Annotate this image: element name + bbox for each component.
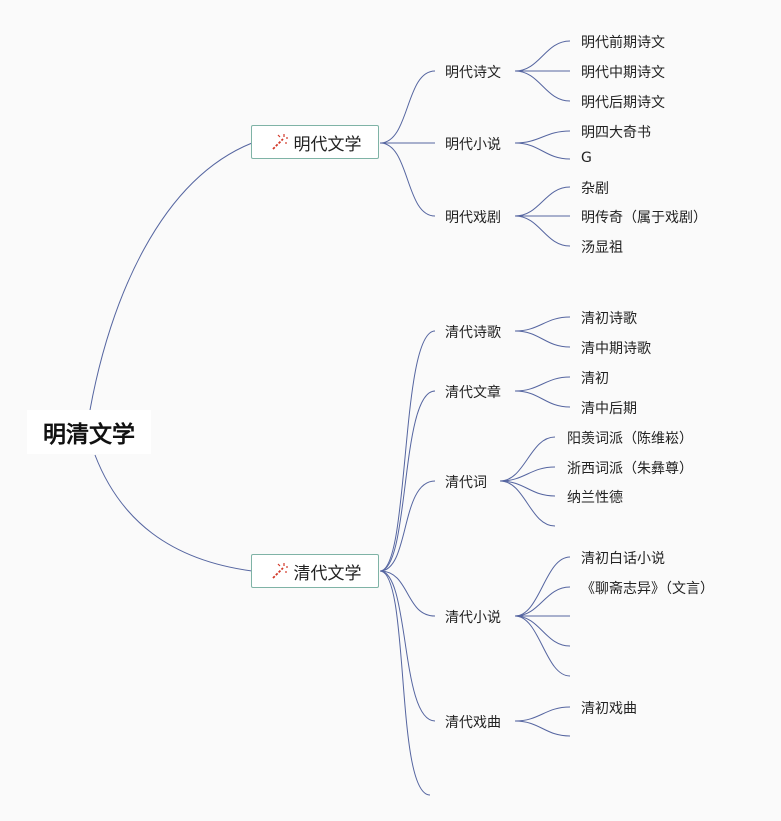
- link-qing-drama: [379, 570, 436, 722]
- subtopic-ming-drama[interactable]: 明代戏剧: [445, 210, 501, 226]
- subtopic-qing-novel[interactable]: 清代小说: [445, 610, 501, 626]
- leaf-ming-poetry-early[interactable]: 明代前期诗文: [581, 35, 665, 51]
- subtopic-qing-ci[interactable]: 清代词: [445, 475, 487, 491]
- link-ming-novel-1: [514, 130, 571, 144]
- link-qing-poetry: [379, 330, 436, 572]
- link-root-qing: [94, 454, 253, 572]
- leaf-qing-prose-early[interactable]: 清初: [581, 371, 609, 387]
- link-qing-novel-2: [514, 586, 571, 617]
- subtopic-ming-poetry[interactable]: 明代诗文: [445, 65, 501, 81]
- magic-wand-icon: [271, 563, 288, 579]
- leaf-ming-chuanqi[interactable]: 明传奇（属于戏剧）: [581, 210, 707, 226]
- link-qing-extra: [379, 570, 431, 796]
- link-qing-poetry-2: [514, 330, 571, 348]
- link-root-ming: [89, 142, 253, 411]
- leaf-qing-poetry-middle[interactable]: 清中期诗歌: [581, 341, 651, 357]
- link-qing-prose: [379, 390, 436, 572]
- subtopic-qing-drama[interactable]: 清代戏曲: [445, 715, 501, 731]
- leaf-qing-drama-early[interactable]: 清初戏曲: [581, 701, 637, 717]
- branch-ming-label: 明代文学: [293, 134, 362, 155]
- leaf-ming-tang-xianzu[interactable]: 汤显祖: [581, 240, 623, 256]
- link-qing-poetry-1: [514, 316, 571, 332]
- link-qing-ci-2: [499, 466, 556, 482]
- leaf-qing-liaozhai[interactable]: 《聊斋志异》（文言）: [581, 581, 714, 597]
- leaf-qing-ci-zhexi[interactable]: 浙西词派（朱彝尊）: [567, 461, 693, 477]
- link-ming-novel-2: [514, 142, 571, 160]
- link-ming-poetry: [379, 70, 436, 144]
- link-ming-poetry-1: [514, 40, 571, 72]
- link-qing-ci-3: [499, 480, 556, 497]
- link-qing-novel: [379, 570, 436, 617]
- link-ming-drama: [379, 142, 436, 217]
- magic-wand-icon: [271, 134, 288, 150]
- leaf-ming-novel-g[interactable]: G: [581, 150, 592, 166]
- link-qing-novel-4: [514, 615, 571, 647]
- leaf-ming-zaju[interactable]: 杂剧: [581, 181, 609, 197]
- link-qing-prose-2: [514, 390, 571, 408]
- root-topic[interactable]: 明清文学: [27, 410, 151, 454]
- link-qing-drama-1: [514, 706, 571, 722]
- leaf-qing-poetry-early[interactable]: 清初诗歌: [581, 311, 637, 327]
- link-ming-drama-3: [514, 215, 571, 247]
- subtopic-ming-novel[interactable]: 明代小说: [445, 137, 501, 153]
- leaf-qing-vernacular-novel[interactable]: 清初白话小说: [581, 551, 665, 567]
- link-ming-poetry-3: [514, 70, 571, 102]
- link-qing-drama-2: [514, 720, 571, 737]
- link-qing-ci-1: [499, 436, 556, 482]
- link-qing-novel-1: [514, 556, 571, 617]
- leaf-qing-ci-nalan[interactable]: 纳兰性德: [567, 490, 623, 506]
- leaf-ming-four-novels[interactable]: 明四大奇书: [581, 125, 651, 141]
- link-ming-drama-1: [514, 186, 571, 217]
- link-qing-ci: [379, 480, 436, 572]
- branch-qing-literature[interactable]: 清代文学: [251, 554, 379, 588]
- branch-qing-label: 清代文学: [293, 563, 362, 584]
- subtopic-qing-poetry[interactable]: 清代诗歌: [445, 325, 501, 341]
- branch-ming-literature[interactable]: 明代文学: [251, 125, 379, 159]
- leaf-qing-ci-yangxian[interactable]: 阳羡词派（陈维崧）: [567, 431, 693, 447]
- link-qing-prose-1: [514, 376, 571, 392]
- leaf-qing-prose-late[interactable]: 清中后期: [581, 401, 637, 417]
- leaf-ming-poetry-late[interactable]: 明代后期诗文: [581, 95, 665, 111]
- leaf-ming-poetry-middle[interactable]: 明代中期诗文: [581, 65, 665, 81]
- subtopic-qing-prose[interactable]: 清代文章: [445, 385, 501, 401]
- link-qing-novel-5: [514, 615, 571, 677]
- link-qing-ci-4: [499, 480, 556, 527]
